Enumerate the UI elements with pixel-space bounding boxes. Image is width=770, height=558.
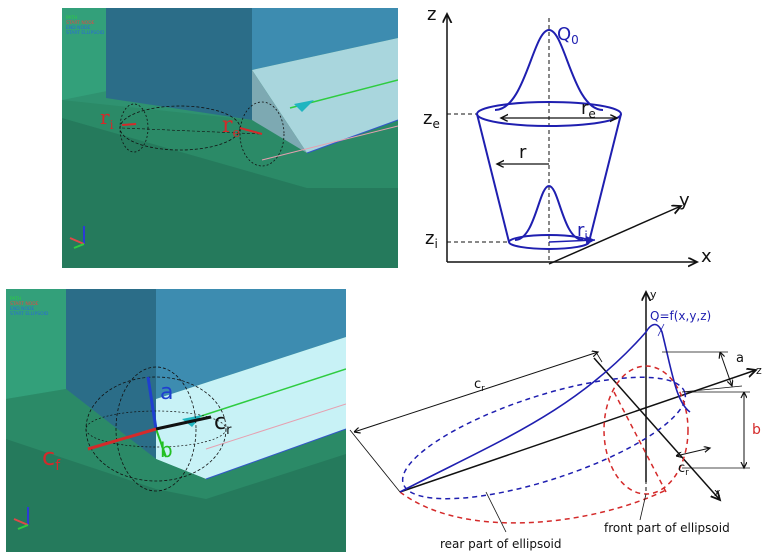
rear-ellipse-outline bbox=[401, 376, 687, 500]
r-label: r bbox=[519, 142, 527, 163]
legend-path: PATH bbox=[66, 15, 77, 21]
ellipsoid-equator bbox=[85, 410, 227, 448]
gaussian-bottom bbox=[514, 184, 584, 241]
legend-end-node: END NODE bbox=[10, 306, 34, 312]
cr-label: cr bbox=[214, 410, 232, 438]
x-axis-label: x bbox=[701, 246, 712, 267]
a-axis bbox=[146, 376, 158, 430]
r-i-arrow bbox=[121, 123, 137, 126]
top-right-canvas: z x y Q0 re r ri ze zi bbox=[423, 4, 712, 275]
edge-line bbox=[205, 428, 347, 480]
q-leader bbox=[657, 323, 665, 337]
cf-label: cf bbox=[42, 443, 61, 474]
axis-triad bbox=[69, 226, 85, 249]
a-dimension bbox=[720, 352, 732, 386]
left-side bbox=[476, 113, 510, 243]
edge-line bbox=[306, 119, 399, 154]
cr-top-label: cr bbox=[474, 377, 485, 394]
light-block-face bbox=[252, 38, 398, 153]
legend-start-ellipsoid: START ELLIPSOID bbox=[10, 311, 49, 317]
cr-top-ext-2 bbox=[595, 351, 603, 363]
x-axis bbox=[593, 357, 720, 500]
b-label: b bbox=[752, 422, 761, 438]
inner-circle bbox=[119, 103, 149, 153]
cr-top-ext-1 bbox=[349, 429, 401, 493]
block-top bbox=[156, 289, 346, 399]
axis-triad bbox=[13, 507, 29, 530]
bottom-right-canvas: z y x Q=f(x,y,z) cr a b cr rear part of … bbox=[349, 288, 762, 551]
outer-circle bbox=[239, 101, 285, 167]
ri-arrow bbox=[548, 235, 596, 245]
r-i-label: ri bbox=[100, 105, 114, 132]
path-arrow bbox=[294, 100, 314, 112]
floor-plane bbox=[62, 118, 398, 268]
lower-plane bbox=[62, 100, 398, 188]
q-formula: Q=f(x,y,z) bbox=[650, 309, 711, 323]
cr-right-label: cr bbox=[678, 461, 689, 478]
front-meridian bbox=[613, 391, 667, 493]
y-axis-label: y bbox=[650, 288, 657, 301]
legend-start-ellipsoid: START ELLIPSOID bbox=[66, 30, 105, 36]
back-plane bbox=[6, 289, 66, 399]
green-path bbox=[191, 368, 347, 420]
back-plane bbox=[62, 8, 112, 100]
legend-path: PATH bbox=[10, 296, 21, 302]
gaussian-top bbox=[494, 28, 604, 111]
r-e-arrow bbox=[239, 127, 263, 135]
z-axis-label: z bbox=[427, 4, 436, 25]
ellipsoid-meridian bbox=[115, 366, 197, 492]
front-leader bbox=[639, 493, 647, 521]
x-axis-label: x bbox=[714, 486, 721, 499]
a-ext-bottom bbox=[681, 385, 743, 393]
y-axis-label: y bbox=[679, 190, 690, 211]
bottom-left-canvas: a b cr cf PATH START NODE END NODE START… bbox=[6, 289, 347, 552]
a-label: a bbox=[736, 351, 744, 366]
top-right-diagram: z x y Q0 re r ri ze zi bbox=[405, 0, 725, 275]
frustum bbox=[476, 101, 622, 250]
pink-path-line bbox=[205, 403, 347, 450]
axis-dashed bbox=[121, 127, 263, 135]
cr-top-dimension bbox=[354, 352, 598, 432]
a-label: a bbox=[160, 380, 173, 405]
cr-axis bbox=[155, 415, 212, 431]
q-distribution-curve bbox=[399, 323, 691, 493]
rear-part-label: rear part of ellipsoid bbox=[440, 537, 562, 551]
front-part-label: front part of ellipsoid bbox=[604, 521, 730, 535]
top-left-3d-view: ri re PATH START NODE END NODE START ELL… bbox=[62, 8, 399, 268]
legend-end-node: END NODE bbox=[66, 25, 90, 31]
top-left-canvas: ri re PATH START NODE END NODE START ELL… bbox=[62, 8, 399, 268]
r-e-label: re bbox=[222, 113, 241, 141]
rear-ellipse-bottom bbox=[399, 489, 667, 524]
ze-label: ze bbox=[423, 108, 440, 131]
y-axis bbox=[548, 206, 681, 265]
bottom-right-diagram: z y x Q=f(x,y,z) cr a b cr rear part of … bbox=[346, 282, 768, 554]
pink-path-line bbox=[261, 125, 399, 161]
dark-block-front bbox=[66, 289, 156, 459]
light-block-face bbox=[156, 337, 346, 479]
right-side bbox=[588, 113, 622, 243]
b-label: b bbox=[160, 438, 173, 462]
ri-label: ri bbox=[577, 220, 588, 243]
cr-right-dimension bbox=[676, 448, 710, 456]
q0-label: Q0 bbox=[557, 24, 579, 47]
b-axis bbox=[155, 428, 167, 458]
floor-plane bbox=[6, 439, 346, 552]
legend-start-node: START NODE bbox=[66, 20, 95, 26]
cf-axis bbox=[87, 427, 157, 451]
z-axis-label: z bbox=[756, 364, 762, 377]
bottom-left-3d-view: a b cr cf PATH START NODE END NODE START… bbox=[6, 289, 347, 552]
re-label: re bbox=[581, 98, 596, 121]
dark-block-front bbox=[106, 8, 252, 120]
rear-leader bbox=[485, 491, 507, 533]
legend-start-node: START NODE bbox=[10, 301, 39, 307]
block-top bbox=[252, 8, 398, 70]
zi-label: zi bbox=[425, 228, 438, 251]
